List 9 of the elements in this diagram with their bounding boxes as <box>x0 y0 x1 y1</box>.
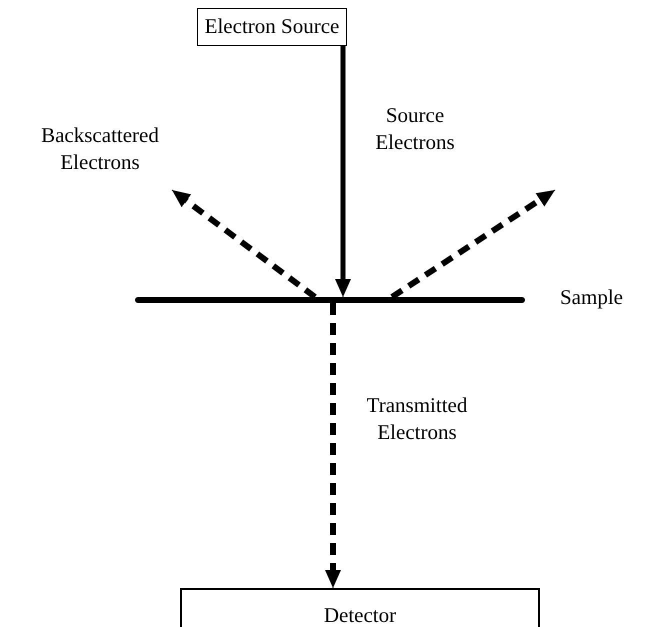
arrow <box>335 46 351 298</box>
box-label: Electron Source <box>204 13 340 40</box>
arrow <box>325 303 341 588</box>
process-box <box>197 8 347 46</box>
box-label: Detector <box>324 602 396 627</box>
sample-label: Sample <box>560 284 623 311</box>
arrow <box>172 190 317 300</box>
arrow <box>390 190 556 300</box>
process-box <box>180 588 540 627</box>
